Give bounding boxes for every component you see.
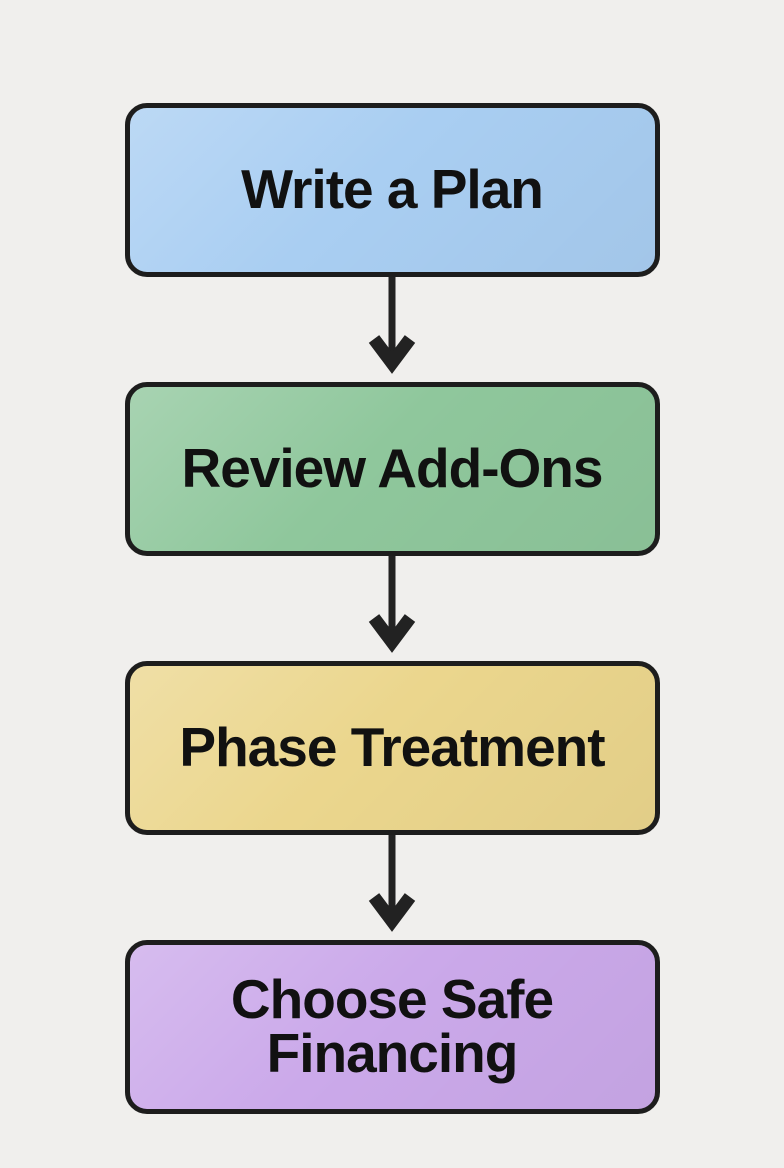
flow-node-phase-treatment: Phase Treatment [124, 661, 660, 835]
flow-node-label: Review Add-Ons [181, 437, 604, 500]
flow-node-label: Write a Plan [241, 158, 544, 221]
flow-node-label: Phase Treatment [179, 716, 605, 779]
flow-node-choose-safe-financing: Choose Safe Financing [124, 940, 660, 1114]
flow-node-write-a-plan: Write a Plan [124, 103, 660, 277]
flow-node-review-add-ons: Review Add-Ons [124, 382, 660, 556]
arrow-down-icon [368, 556, 416, 653]
arrow-down-icon [368, 835, 416, 932]
arrow-down-icon [368, 277, 416, 374]
flow-node-label: Choose Safe Financing [230, 968, 554, 1084]
